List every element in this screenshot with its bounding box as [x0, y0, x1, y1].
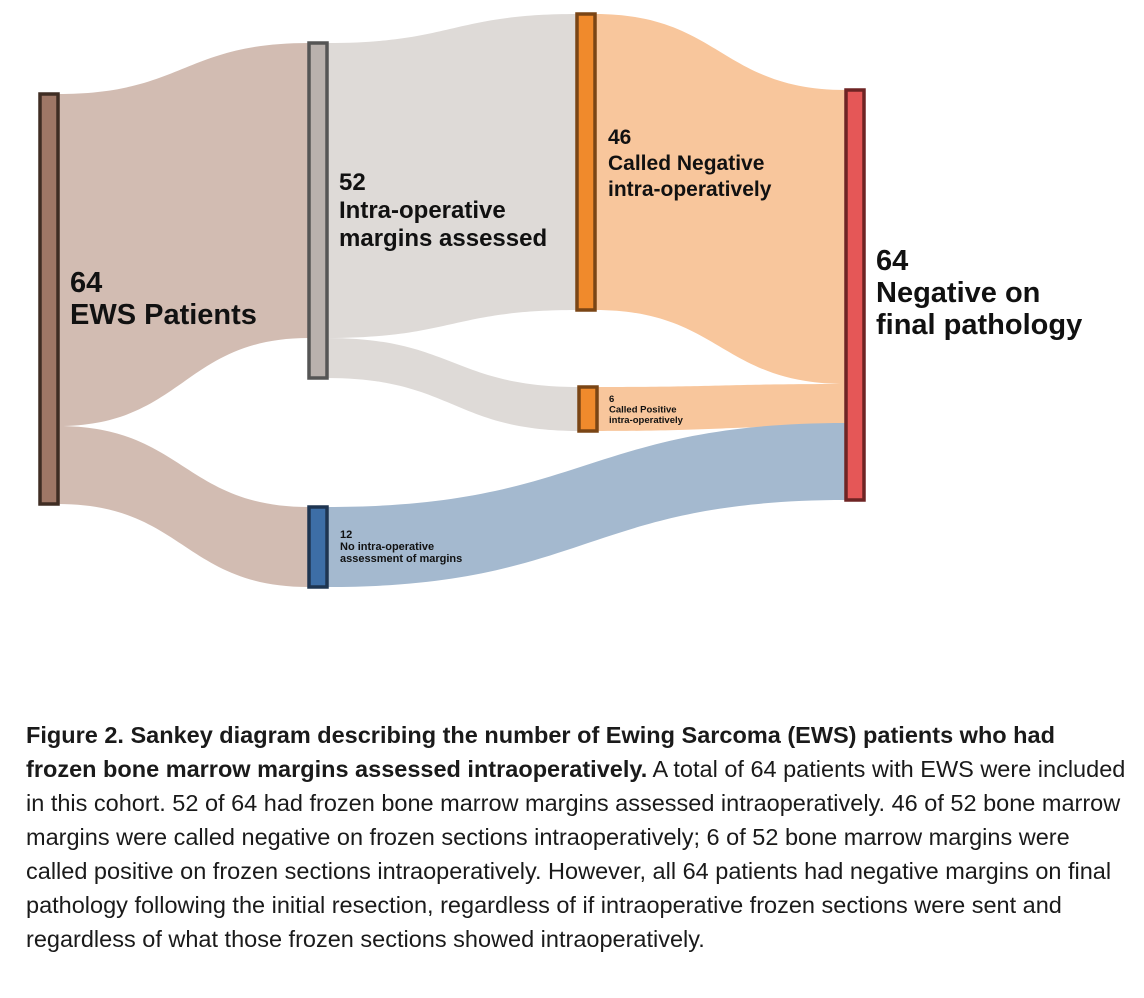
sankey-nodes	[38, 12, 866, 589]
link-neg_called-to-final_neg	[595, 14, 846, 384]
link-no_assessment-to-final_neg	[327, 423, 846, 587]
link-ews-to-no_assessment	[58, 426, 309, 587]
caption-body: A total of 64 patients with EWS were inc…	[26, 756, 1126, 952]
link-ews-to-assessed	[58, 43, 309, 426]
sankey-links	[58, 14, 846, 587]
node-final_neg	[844, 88, 866, 502]
figure-caption: Figure 2. Sankey diagram describing the …	[26, 718, 1126, 956]
link-assessed-to-neg_called	[327, 14, 577, 338]
link-pos_called-to-final_neg	[597, 384, 846, 431]
node-pos_called	[577, 385, 599, 433]
node-neg_called	[575, 12, 597, 312]
node-assessed	[307, 41, 329, 380]
node-ews	[38, 92, 60, 506]
caption-title: Figure 2. Sankey diagram describing the …	[26, 722, 1055, 782]
link-assessed-to-pos_called	[327, 338, 579, 431]
node-no_assessment	[307, 505, 329, 589]
